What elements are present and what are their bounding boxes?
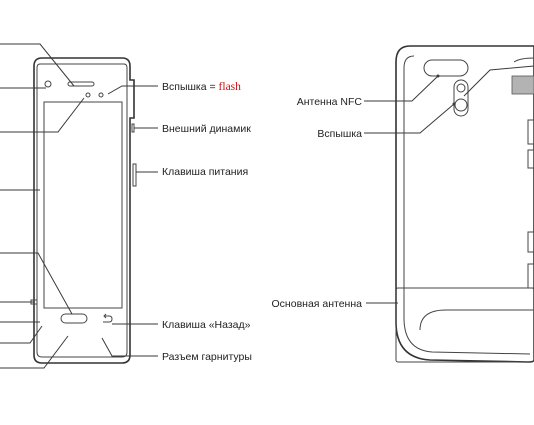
front-power-key-label: Клавиша питания [162, 166, 248, 178]
back-key-icon [103, 313, 113, 323]
front-camera-icon [44, 80, 52, 88]
side-key-icon [527, 263, 534, 289]
earpiece-icon [67, 81, 95, 87]
front-flash-label: Вспышка = flash [162, 81, 241, 93]
front-phone-inner-edge [36, 63, 128, 358]
back-flash-label: Вспышка [317, 128, 362, 140]
side-key-icon [527, 231, 534, 253]
rear-camera-lens-icon [456, 83, 466, 93]
main-antenna-curve [419, 309, 534, 331]
nfc-antenna-icon [423, 59, 469, 77]
light-sensor-icon [98, 92, 104, 98]
front-headset-jack-label: Разъем гарнитуры [162, 351, 252, 363]
front-right-callouts [101, 85, 158, 357]
rear-camera-icon [453, 79, 469, 117]
front-phone-body [33, 57, 135, 364]
front-screen [43, 101, 123, 309]
side-key-icon [527, 119, 534, 145]
power-key-icon [132, 163, 137, 187]
front-phone [30, 57, 137, 364]
speaker-icon [131, 123, 135, 133]
rear-flash-icon [454, 98, 468, 112]
back-phone [395, 45, 534, 363]
back-phone-inner-edge [403, 55, 531, 355]
antenna-shaded-region [511, 75, 534, 95]
top-antenna-strip [513, 57, 534, 63]
main-antenna-region [395, 287, 534, 363]
home-key-icon [60, 313, 88, 324]
side-key-icon [527, 149, 534, 169]
front-speaker-label: Внешний динамик [162, 123, 251, 135]
proximity-sensor-icon [85, 92, 91, 98]
back-callouts [364, 65, 534, 304]
back-nfc-antenna-label: Антенна NFC [297, 96, 363, 108]
front-left-callouts [0, 43, 85, 369]
back-main-antenna-label: Основная антенна [272, 298, 363, 310]
front-back-key-label: Клавиша «Назад» [162, 319, 251, 331]
